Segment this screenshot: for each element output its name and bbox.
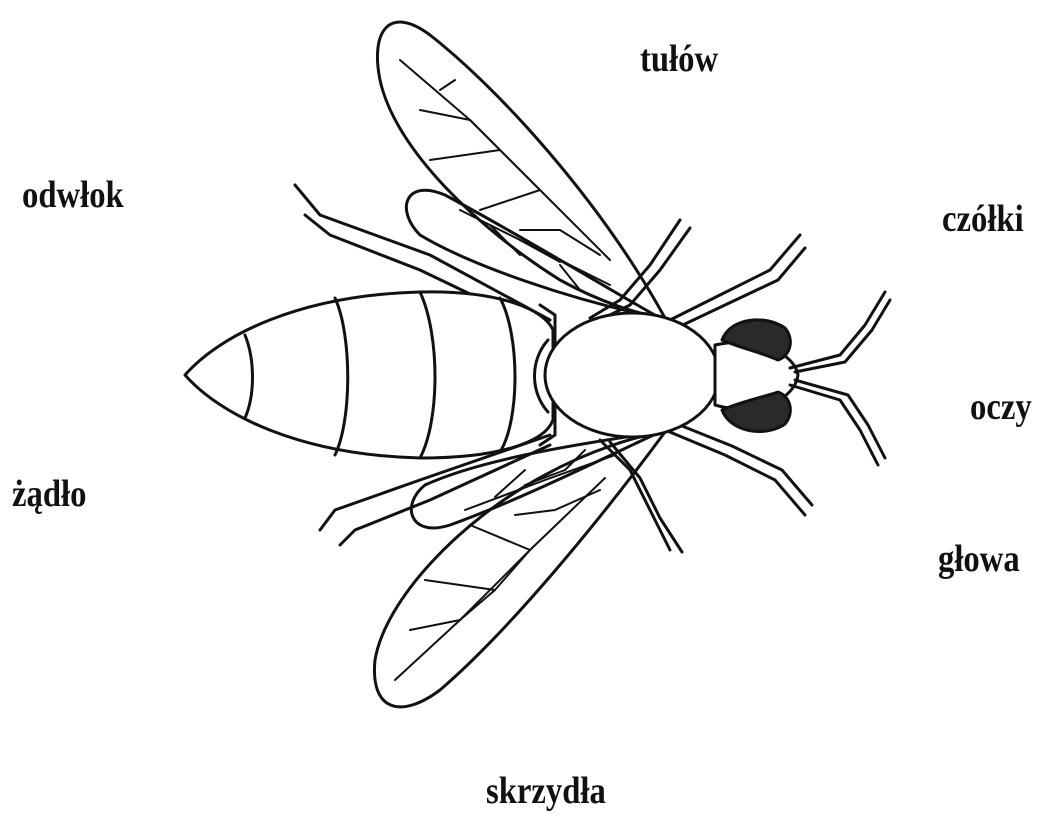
label-antennae: czółki — [942, 200, 1024, 238]
label-stinger: żądło — [12, 475, 86, 513]
abdomen — [185, 292, 555, 458]
label-head: głowa — [938, 540, 1020, 578]
label-thorax: tułów — [640, 40, 718, 78]
thorax — [535, 313, 720, 437]
label-wings: skrzydła — [486, 772, 606, 810]
label-eyes: oczy — [970, 388, 1032, 426]
antennae — [790, 292, 890, 465]
head — [715, 320, 798, 432]
label-abdomen: odwłok — [22, 176, 124, 214]
